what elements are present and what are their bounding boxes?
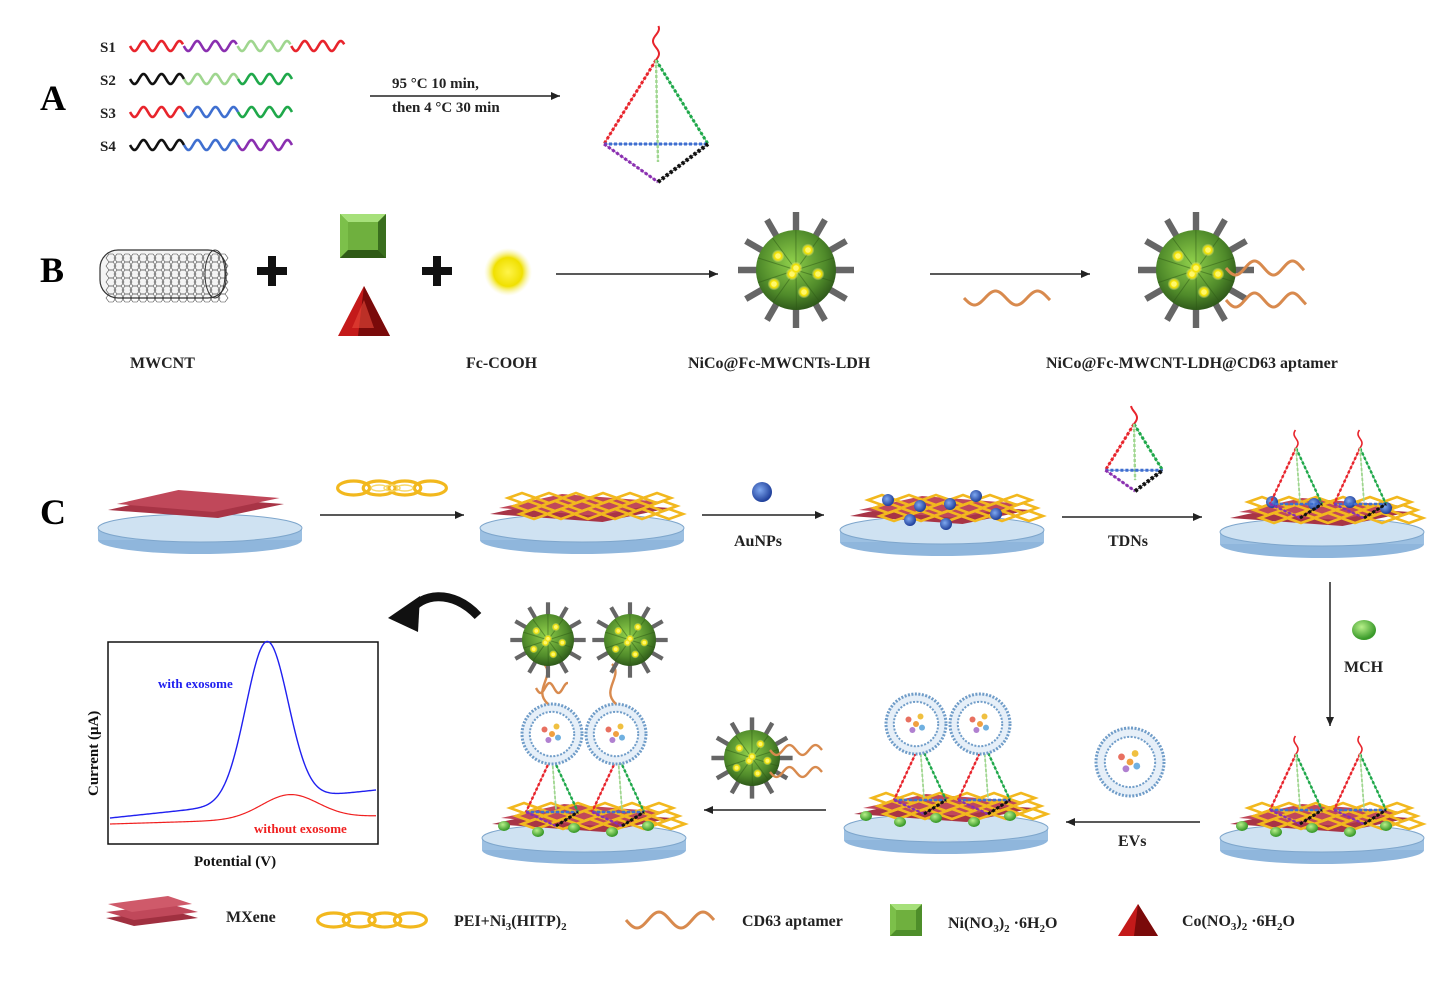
plus-icon bbox=[422, 256, 452, 286]
mch-label: MCH bbox=[1344, 659, 1384, 676]
annealing-step-2: then 4 °C 30 min bbox=[392, 100, 500, 116]
legend-mxene-label: MXene bbox=[226, 909, 276, 926]
legend-pei-icon bbox=[316, 911, 428, 929]
strand-segment bbox=[182, 39, 238, 53]
strand-s4-label: S4 bbox=[100, 139, 116, 155]
strand-segment bbox=[236, 72, 294, 86]
without-exosome-label: without exosome bbox=[254, 821, 347, 836]
legend-pei-label: PEI+Ni3(HITP)2 bbox=[454, 913, 567, 933]
strand-segment bbox=[182, 138, 240, 152]
electrode-mxene bbox=[97, 490, 303, 554]
dna-tetrahedron-icon bbox=[1104, 405, 1164, 493]
strand-segment bbox=[236, 105, 294, 119]
curved-arrow-icon bbox=[388, 592, 482, 632]
strand-segment bbox=[236, 39, 292, 53]
strand-segment bbox=[128, 138, 186, 152]
legend-mxene-icon bbox=[106, 896, 198, 926]
mwcnt-tube-icon bbox=[99, 249, 229, 303]
mwcnt-label: MWCNT bbox=[130, 355, 195, 372]
x-axis-label: Potential (V) bbox=[194, 854, 276, 870]
strand-s2-label: S2 bbox=[100, 73, 116, 89]
panel-a-label: A bbox=[40, 78, 66, 118]
strand-segment bbox=[290, 39, 346, 53]
strand-segment bbox=[236, 138, 294, 152]
ldh-aptamer-probe-icon bbox=[711, 717, 823, 799]
legend-aptamer-icon bbox=[624, 910, 716, 930]
legend-ni-label: Ni(NO3)2 ·6H2O bbox=[948, 915, 1057, 935]
fc-cooh-label: Fc-COOH bbox=[466, 355, 538, 372]
strand-s1-label: S1 bbox=[100, 40, 116, 56]
electrode-tdns bbox=[1219, 429, 1427, 558]
legend-ni-cube-icon bbox=[890, 904, 922, 936]
ldh-aptamer-label: NiCo@Fc-MWCNT-LDH@CD63 aptamer bbox=[1046, 355, 1338, 372]
evs-label: EVs bbox=[1118, 833, 1146, 850]
plus-icon bbox=[257, 256, 287, 286]
ldh-aptamer-nanoparticle-icon bbox=[1138, 212, 1308, 328]
with-exosome-curve bbox=[109, 640, 377, 819]
strand-segment bbox=[182, 72, 240, 86]
tdns-label: TDNs bbox=[1108, 533, 1148, 550]
electrode-aunps bbox=[839, 490, 1047, 556]
panel-c-label: C bbox=[40, 492, 66, 532]
electrode-final-sandwich bbox=[481, 602, 689, 864]
legend-aptamer-label: CD63 aptamer bbox=[742, 913, 843, 930]
aptamer-strand-icon bbox=[962, 289, 1052, 307]
co-nitrate-pyramid-icon bbox=[338, 286, 390, 336]
without-exosome-curve bbox=[109, 793, 377, 825]
strand-segment bbox=[128, 72, 186, 86]
ni-nitrate-cube-icon bbox=[340, 214, 386, 258]
mch-icon bbox=[1352, 620, 1376, 640]
with-exosome-label: with exosome bbox=[158, 676, 233, 691]
pei-ni-hitp-icon bbox=[336, 479, 448, 497]
strand-segment bbox=[182, 105, 240, 119]
legend: MXene PEI+Ni3(HITP)2 CD63 aptamer Ni(NO3… bbox=[106, 896, 1295, 936]
y-axis-label: Current (μA) bbox=[86, 711, 102, 796]
aunps-label: AuNPs bbox=[734, 533, 782, 550]
dna-tetrahedron bbox=[602, 25, 710, 184]
dna-strands bbox=[128, 39, 346, 152]
electrode-mch bbox=[1219, 735, 1427, 864]
annealing-step-1: 95 °C 10 min, bbox=[392, 76, 479, 92]
extracellular-vesicle-icon bbox=[1094, 726, 1166, 798]
legend-co-pyramid-icon bbox=[1118, 904, 1158, 936]
ldh-label: NiCo@Fc-MWCNTs-LDH bbox=[688, 355, 871, 372]
aunp-icon bbox=[752, 482, 772, 502]
ldh-nanoparticle-icon bbox=[738, 212, 854, 328]
legend-co-label: Co(NO3)2 ·6H2O bbox=[1182, 913, 1295, 933]
electrode-evs bbox=[843, 692, 1051, 854]
fc-cooh-icon bbox=[484, 248, 532, 296]
dpv-plot: with exosome without exosome Potential (… bbox=[86, 640, 379, 870]
strand-s3-label: S3 bbox=[100, 106, 116, 122]
electrode-pei bbox=[479, 491, 687, 554]
strand-segment bbox=[128, 105, 186, 119]
strand-segment bbox=[128, 39, 185, 53]
panel-b-label: B bbox=[40, 250, 64, 290]
